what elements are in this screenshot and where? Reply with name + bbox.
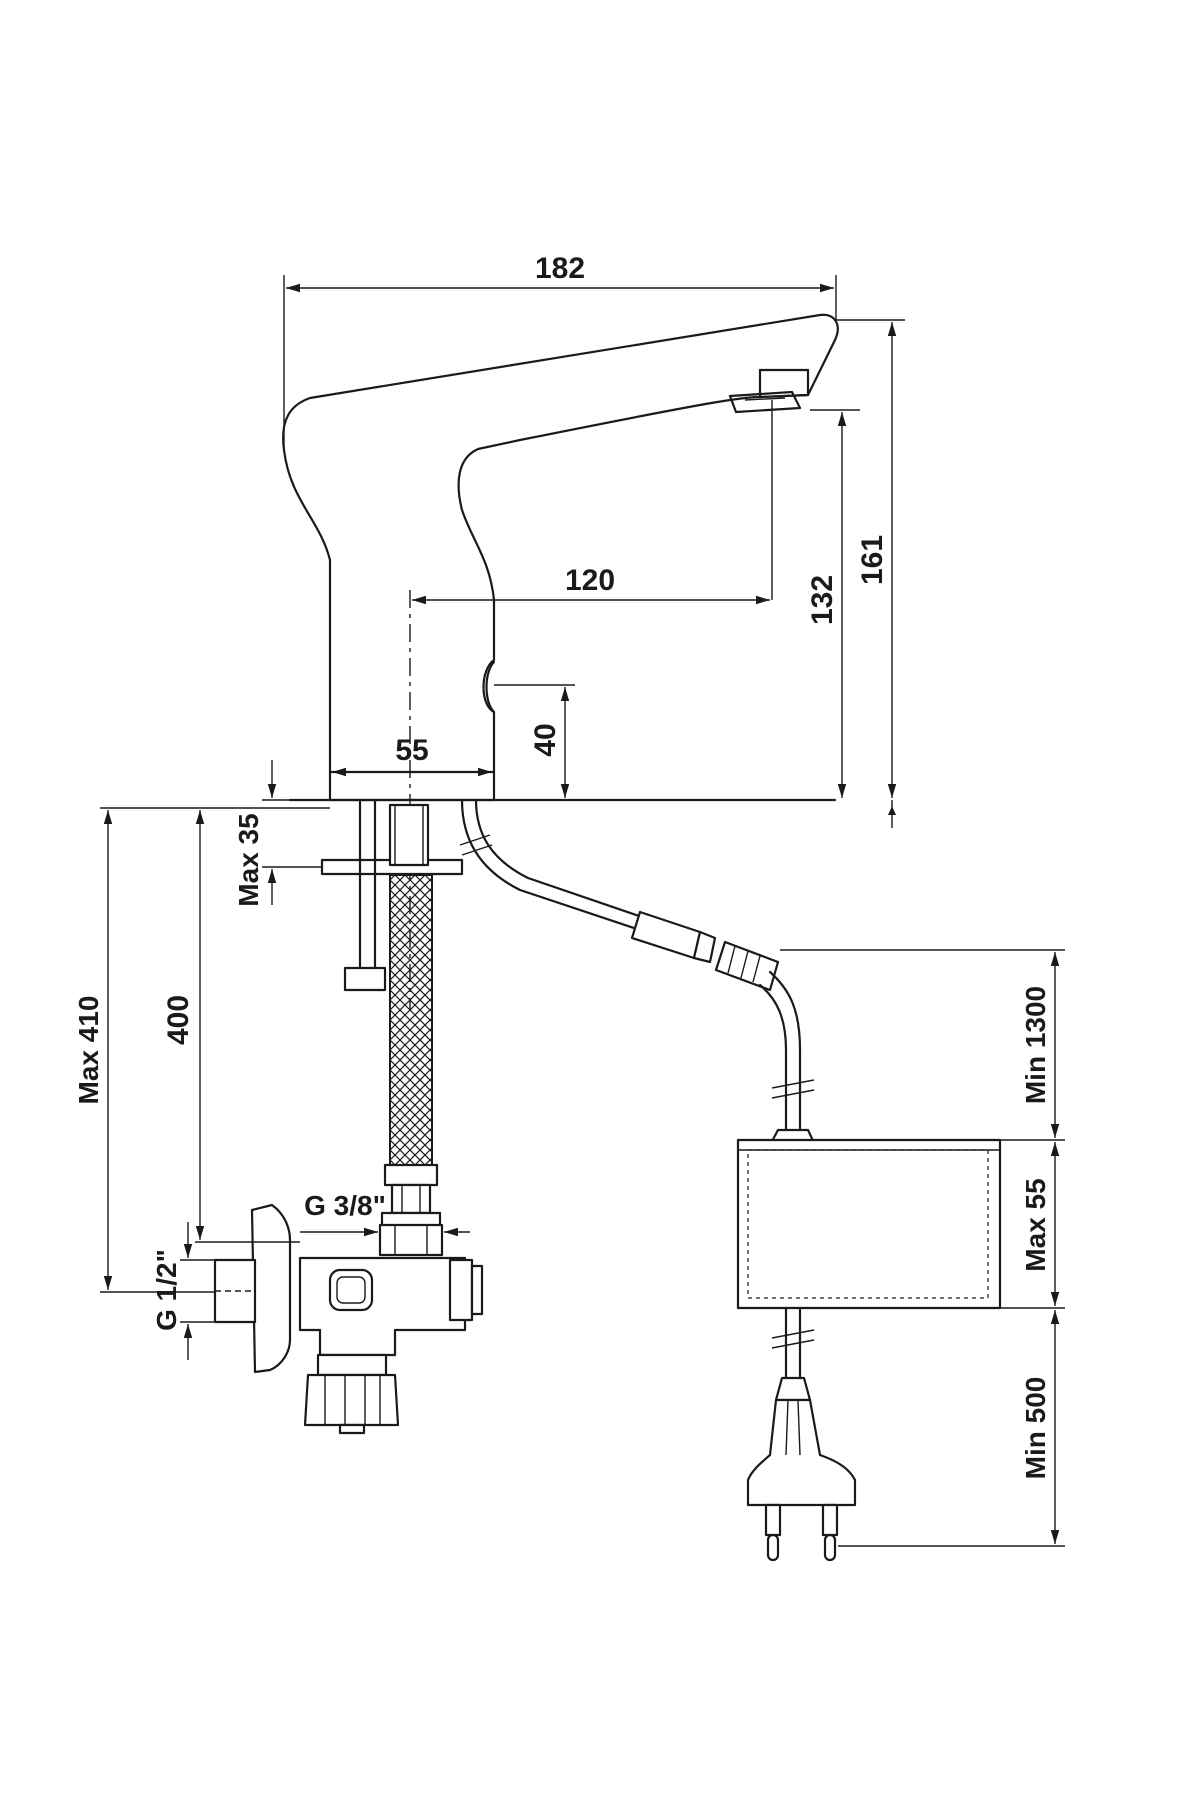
power-supply-box [736,1138,1002,1380]
braided-hose [380,874,442,1233]
dim-40: 40 [529,723,562,756]
dim-min-1300: Min 1300 [1020,986,1051,1104]
dim-400: 400 [162,995,195,1045]
sensor-cable [459,798,817,1147]
power-plug [746,1376,857,1562]
dim-55: 55 [395,734,428,767]
dimension-lines [100,275,1065,1547]
dim-g-3-8: G 3/8" [304,1190,386,1221]
dim-max-35: Max 35 [233,813,264,906]
dim-161: 161 [856,535,889,585]
dim-max-410: Max 410 [73,996,104,1105]
dim-182: 182 [535,252,585,285]
angle-valve [213,1203,484,1435]
dim-max-55: Max 55 [1020,1178,1051,1271]
dim-132: 132 [806,575,839,625]
mounting-assembly [288,798,837,992]
dim-min-500: Min 500 [1020,1377,1051,1480]
dim-g-1-2: G 1/2" [151,1249,182,1331]
dim-120: 120 [565,564,615,597]
